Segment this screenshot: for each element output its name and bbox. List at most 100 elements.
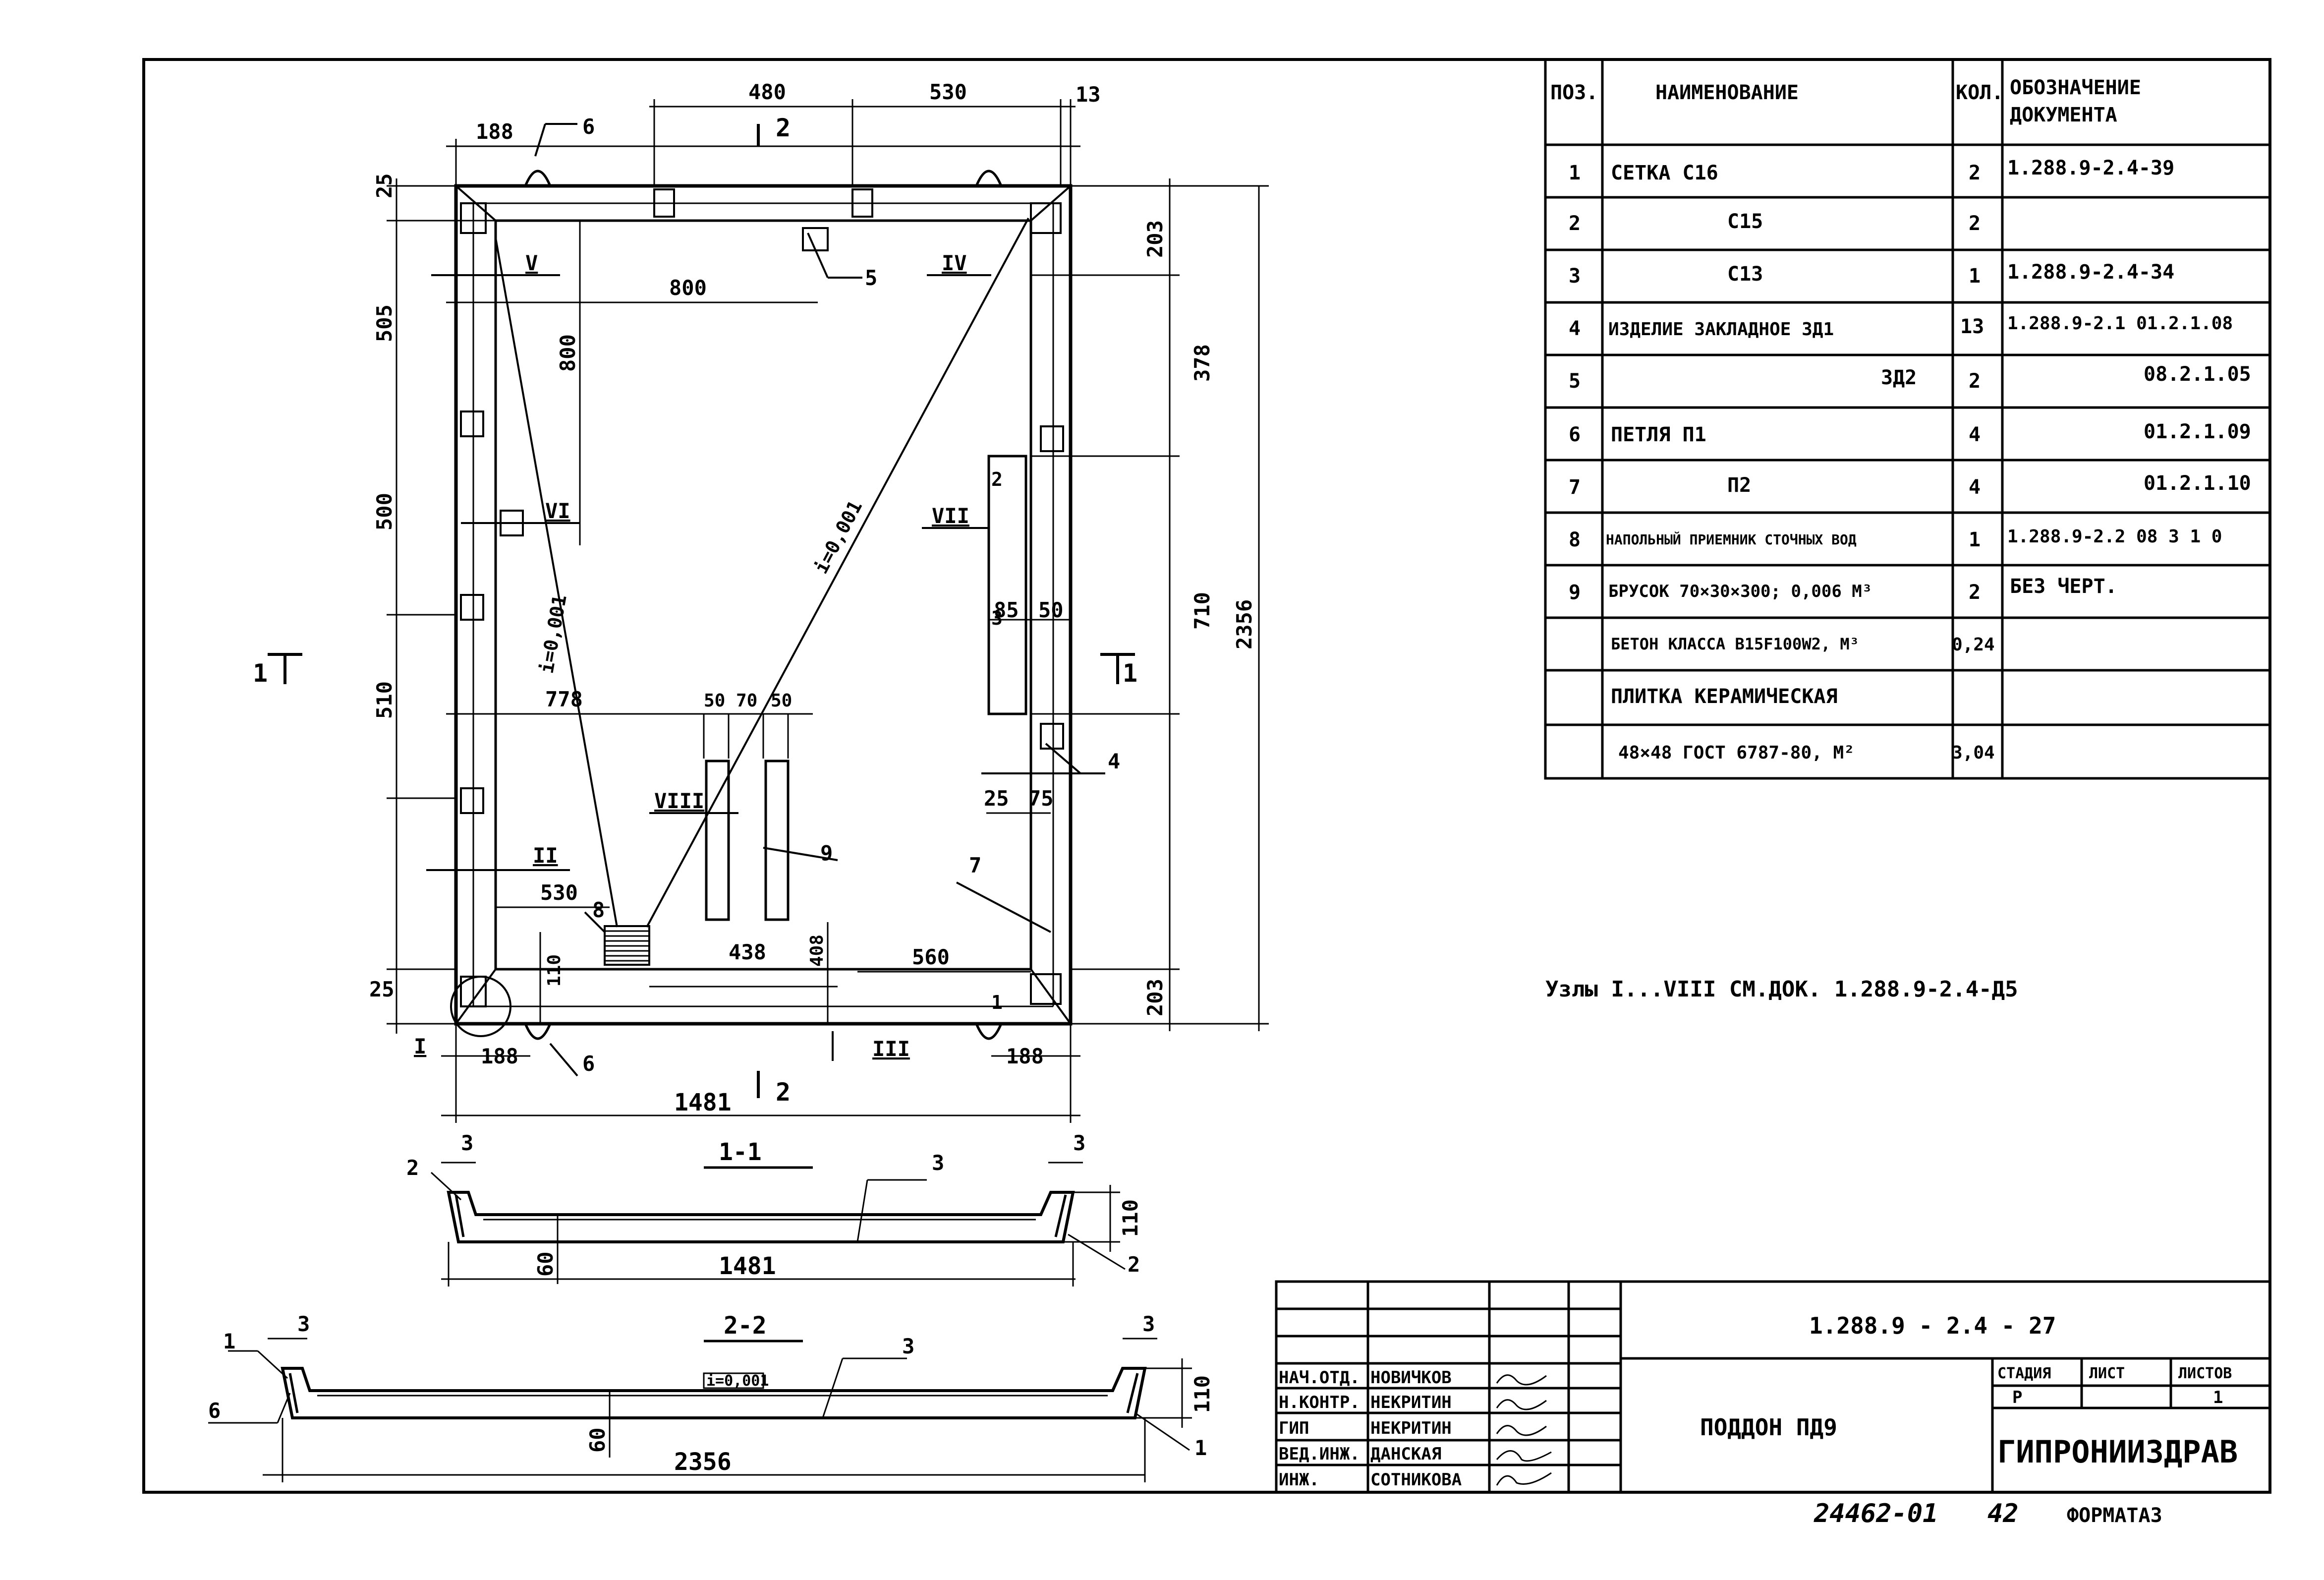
spec-header-name: НАИМЕНОВАНИЕ — [1655, 81, 1799, 104]
spec-row-pos: 2 — [1569, 212, 1581, 235]
spec-row-doc: 08.2.1.05 — [2144, 363, 2251, 386]
node-label: III — [872, 1037, 910, 1061]
callout: 2 — [1128, 1252, 1140, 1277]
spec-row-pos: 5 — [1569, 370, 1581, 393]
dim-inner: 530 — [540, 880, 578, 905]
spec-row-qty: 1 — [1969, 528, 1981, 551]
sheets-label: ЛИСТОВ — [2178, 1365, 2232, 1382]
spec-row-name: ПЕТЛЯ П1 — [1611, 423, 1706, 446]
dim-inner: 70 — [736, 691, 757, 711]
section-mark: 1 — [1123, 659, 1137, 688]
dim-inner: 50 — [704, 691, 725, 711]
callout: 1 — [1194, 1436, 1207, 1460]
spec-row-pos: 9 — [1569, 581, 1581, 604]
dim-inner: 800 — [669, 276, 707, 300]
dim-top: 13 — [1076, 82, 1101, 107]
spec-row-doc: 1.288.9-2.1 01.2.1.08 — [2007, 313, 2233, 334]
dim: 3 — [1142, 1312, 1155, 1336]
staff-role: НАЧ.ОТД. — [1279, 1368, 1360, 1388]
spec-row-name: П2 — [1727, 474, 1751, 497]
dim: 60 — [585, 1427, 610, 1453]
callout: 5 — [865, 266, 877, 290]
dim-inner: 75 — [1028, 786, 1054, 811]
stage-label: СТАДИЯ — [1997, 1365, 2051, 1382]
spec-table-text: ПОЗ. НАИМЕНОВАНИЕ КОЛ. ОБОЗНАЧЕНИЕ ДОКУМ… — [1550, 76, 2251, 763]
dim-inner: 408 — [807, 935, 827, 967]
dim-right: 203 — [1143, 979, 1167, 1016]
dim-left: 25 — [372, 173, 397, 198]
callout: 4 — [1108, 749, 1120, 773]
inventory-number: 24462-01 — [1814, 1499, 1938, 1528]
title-block — [1275, 1280, 2271, 1494]
dim-inner: 778 — [545, 687, 583, 711]
spec-row-qty: 2 — [1969, 370, 1981, 393]
section-2-2-labels: 2-2 3 3 110 60 2356 i=0,001 1 6 3 1 — [208, 1312, 1214, 1476]
wood-bar — [705, 760, 730, 921]
spec-row-qty: 0,24 — [1952, 635, 1995, 655]
dim: 110 — [1190, 1375, 1214, 1413]
slope-label: i=0,001 — [810, 497, 866, 577]
spec-row-name: НАПОЛЬНЫЙ ПРИЕМНИК СТОЧНЫХ ВОД — [1606, 531, 1857, 548]
node-label: IV — [942, 251, 967, 275]
slope-label: i=0,001 — [706, 1372, 769, 1390]
callout: 1 — [223, 1329, 235, 1353]
plan-labels: 188 480 530 13 25 505 500 510 25 203 378… — [253, 80, 1256, 1116]
section-mark: 1 — [253, 659, 268, 688]
dim-inner: 85 — [994, 598, 1019, 622]
section-mark: 2 — [776, 1078, 791, 1107]
dim-left: 25 — [369, 977, 395, 1001]
spec-row-name: С15 — [1727, 210, 1763, 233]
dim-bottom: 1481 — [674, 1089, 732, 1116]
plan-view — [268, 99, 1269, 1123]
page-number: 42 — [1987, 1499, 2019, 1528]
dim-left: 505 — [372, 304, 397, 342]
dim-inner: 560 — [912, 945, 950, 969]
dim-inner: 50 — [771, 691, 792, 711]
callout: 2 — [406, 1156, 419, 1180]
spec-row-doc: 1.288.9-2.4-34 — [2007, 261, 2174, 284]
callout: 3 — [932, 1151, 944, 1175]
wood-bar — [764, 760, 790, 921]
spec-row-qty: 13 — [1960, 315, 1984, 338]
callout: 9 — [820, 841, 833, 865]
node-label: VII — [932, 504, 969, 528]
spec-row-pos: 1 — [1569, 162, 1581, 184]
nodes-note: Узлы I...VIII СМ.ДОК. 1.288.9-2.4-Д5 — [1545, 977, 2018, 1002]
spec-row-doc: 1.288.9-2.2 08 3 1 0 — [2007, 527, 2222, 547]
specification-table — [1544, 58, 2271, 780]
spec-row-name: С13 — [1727, 263, 1763, 286]
callout: 8 — [592, 898, 605, 922]
spec-row-qty: 2 — [1969, 162, 1981, 184]
spec-row-doc: 01.2.1.09 — [2144, 420, 2251, 443]
dim-left: 500 — [372, 493, 397, 530]
dim-right: 710 — [1190, 592, 1214, 630]
dim: 3 — [461, 1131, 473, 1155]
dim-bottom: 188 — [481, 1044, 518, 1068]
spec-row-doc: 1.288.9-2.4-39 — [2007, 157, 2174, 179]
callout: 3 — [902, 1334, 914, 1358]
spec-row-pos: 4 — [1569, 317, 1581, 340]
spec-row-pos: 8 — [1569, 528, 1581, 551]
spec-row-pos: 6 — [1569, 423, 1581, 446]
dim-right: 203 — [1143, 220, 1167, 258]
dim-inner: 110 — [544, 954, 565, 987]
staff-role: ВЕД.ИНЖ. — [1279, 1444, 1360, 1464]
staff-name: СОТНИКОВА — [1370, 1470, 1462, 1490]
staff-role: ИНЖ. — [1279, 1470, 1319, 1490]
section-mark: 2 — [776, 114, 791, 142]
spec-row-qty: 1 — [1969, 265, 1981, 288]
drawing-title: ПОДДОН ПД9 — [1700, 1414, 1837, 1441]
spec-row-doc: БЕЗ ЧЕРТ. — [2010, 575, 2117, 598]
spec-row-pos: 7 — [1569, 476, 1581, 499]
dim: 2356 — [674, 1448, 732, 1476]
spec-header-doc: ОБОЗНАЧЕНИЕ — [2010, 76, 2141, 99]
tray-inner-contour — [494, 219, 1032, 971]
signatures — [1496, 1374, 1552, 1486]
spec-row-name: ПЛИТКА КЕРАМИЧЕСКАЯ — [1611, 685, 1838, 708]
spec-row-qty: 2 — [1969, 212, 1981, 235]
staff-name: НЕКРИТИН — [1370, 1393, 1452, 1412]
spec-header-qty: КОЛ. — [1956, 81, 2003, 104]
spec-row-pos: 3 — [1569, 265, 1581, 288]
spec-row-qty: 3,04 — [1952, 743, 1995, 763]
